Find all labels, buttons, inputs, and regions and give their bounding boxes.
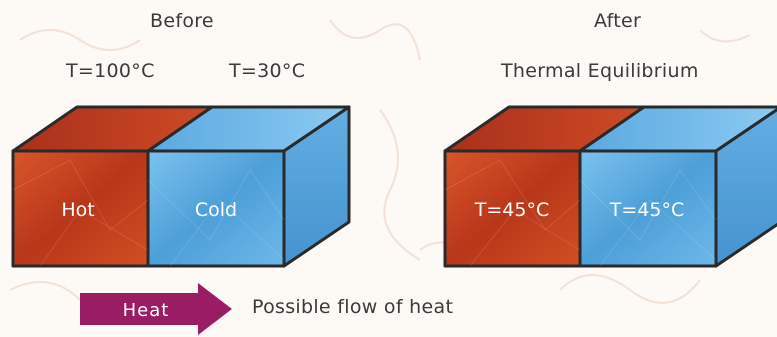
after-right-temperature-label: T=45°C xyxy=(609,199,684,221)
heat-flow-description: Possible flow of heat xyxy=(252,296,454,318)
after-texture xyxy=(444,159,717,267)
cold-label: Cold xyxy=(195,199,237,221)
before-block xyxy=(11,105,351,268)
cold-temperature: T=30°C xyxy=(229,60,306,82)
equilibrium-heading: Thermal Equilibrium xyxy=(501,60,699,82)
heat-arrow-label: Heat xyxy=(123,300,170,321)
before-heading: Before xyxy=(150,10,214,32)
after-cold-front-face xyxy=(578,149,718,268)
after-heading: After xyxy=(594,10,642,32)
cold-front-face xyxy=(146,149,286,268)
hot-label: Hot xyxy=(61,199,94,221)
hot-front-face xyxy=(11,149,150,268)
heat-arrow xyxy=(80,283,232,335)
hot-temperature: T=100°C xyxy=(66,60,155,82)
before-texture xyxy=(12,159,285,267)
after-left-temperature-label: T=45°C xyxy=(474,199,549,221)
after-block xyxy=(443,105,777,268)
